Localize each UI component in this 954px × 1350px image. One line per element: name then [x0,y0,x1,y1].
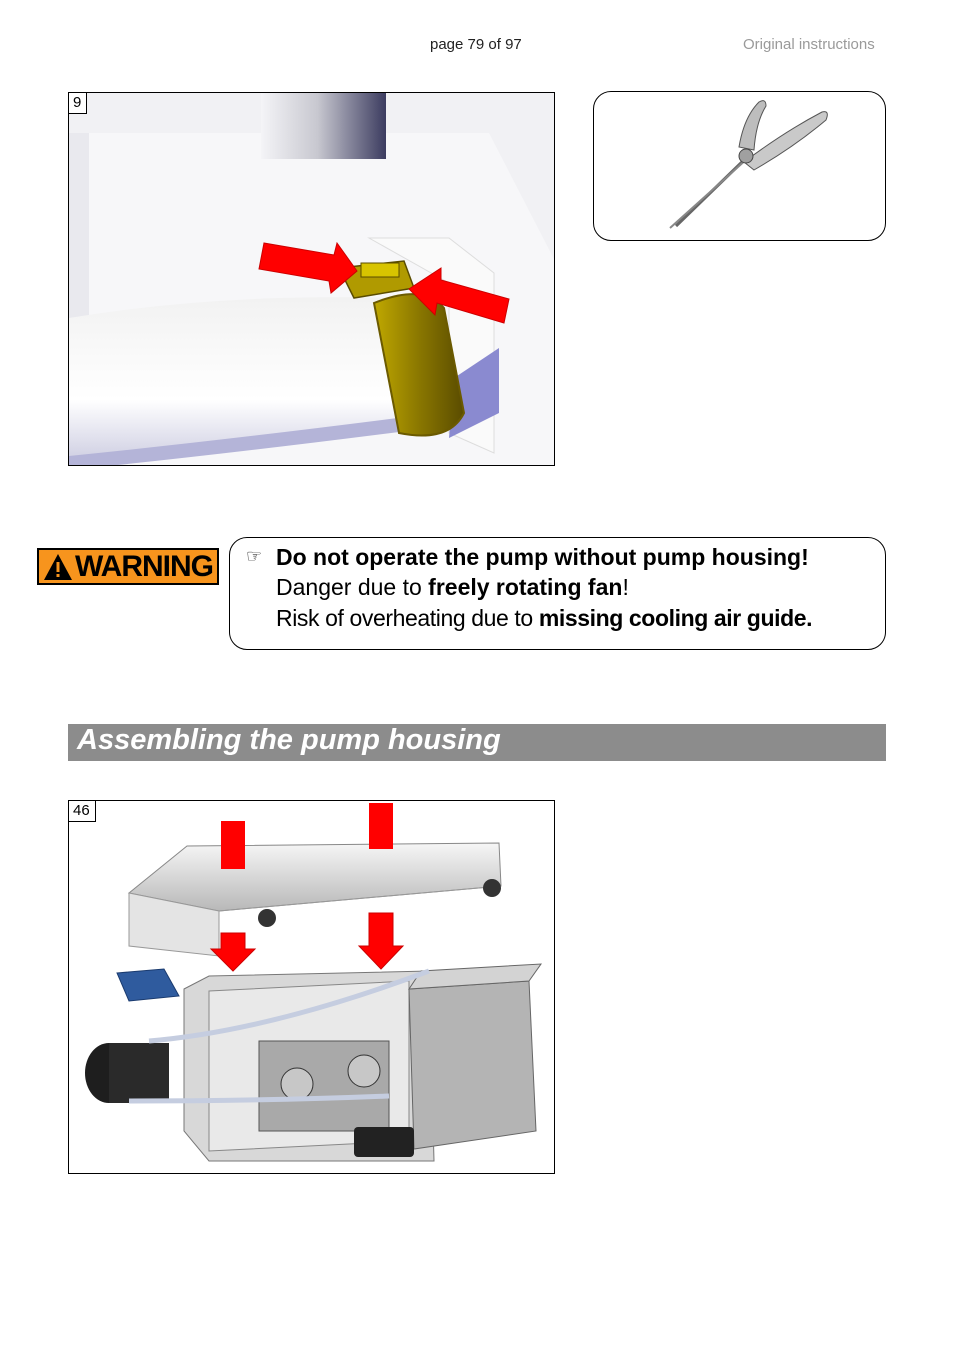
warning-label-text: WARNING [75,549,214,583]
red-arrow [221,821,245,869]
section-title: Assembling the pump housing [77,724,501,756]
warning-triangle-icon [44,553,72,580]
warning-line-2-suffix: ! [622,574,629,600]
warning-line-3-bold: missing cooling air guide. [538,605,813,631]
red-arrow [209,932,257,972]
warning-line-2: Danger due to freely rotating fan! [276,574,629,601]
warning-line-3-prefix: Risk of overheating due to [276,605,539,631]
warning-label: WARNING [37,548,219,585]
warning-line-1: Do not operate the pump without pump hou… [276,544,809,570]
red-arrow [258,241,358,294]
pointing-hand-icon: ☞ [246,546,263,567]
section-heading-bar: Assembling the pump housing [68,724,886,761]
blue-bracket [116,968,180,1002]
figure-46-pump-assembly: 46 [68,800,555,1174]
pliers-icon [669,100,828,229]
document-type: Original instructions [743,36,875,53]
warning-line-3: Risk of overheating due to missing cooli… [276,605,813,632]
page-number: page 79 of 97 [430,36,522,53]
warning-line-2-prefix: Danger due to [276,574,429,600]
pump-housing-illustration [85,803,543,1162]
hose-clamp-illustration [69,93,554,465]
figure-number: 46 [69,801,96,822]
tool-box [593,91,886,241]
figure-9-hose-clamp: 9 [68,92,555,466]
red-arrow [357,912,405,970]
warning-line-2-bold: freely rotating fan [428,574,623,600]
red-arrow [408,267,510,324]
red-arrow [369,803,393,849]
warning-box: ☞ Do not operate the pump without pump h… [229,537,886,650]
figure-number: 9 [69,93,88,114]
